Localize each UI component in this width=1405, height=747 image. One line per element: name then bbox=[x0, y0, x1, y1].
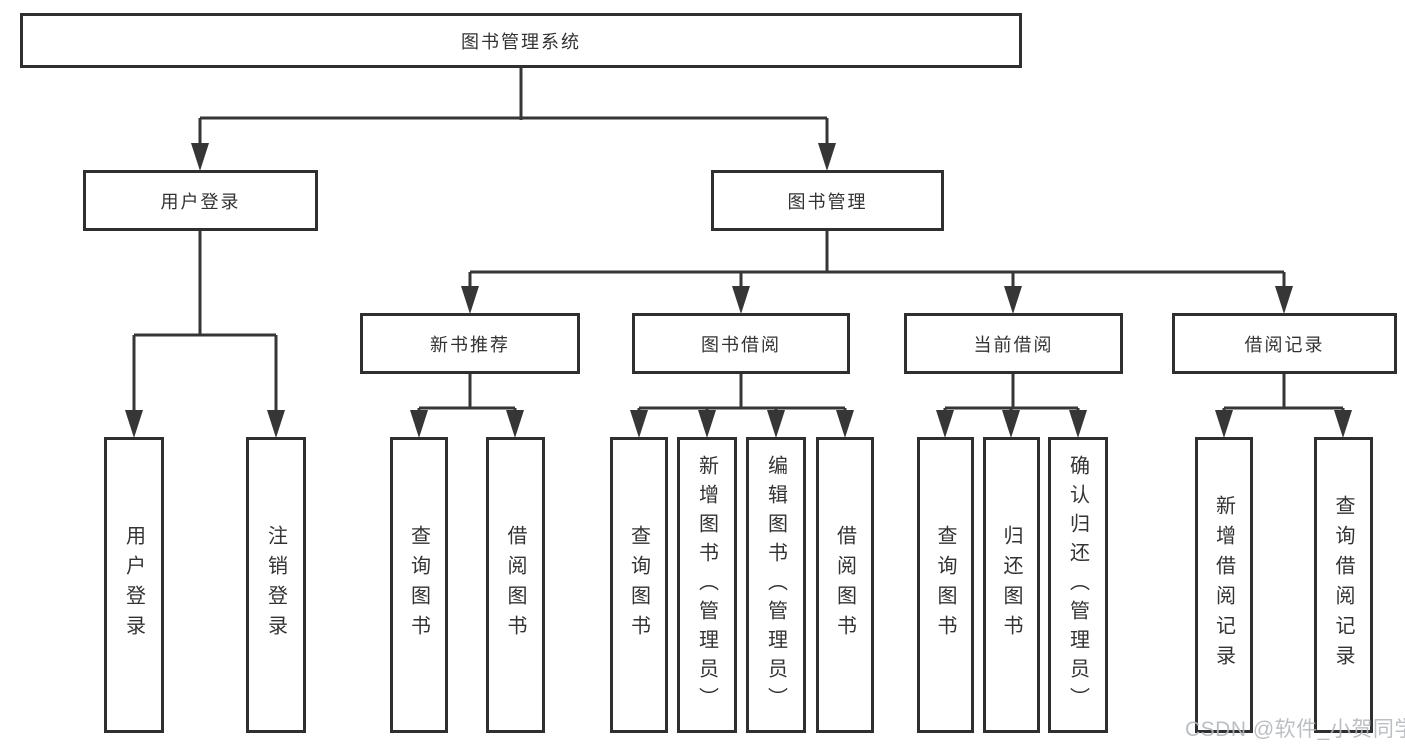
csdn-watermark: CSDN @软件_小贺同学 bbox=[1185, 718, 1405, 741]
leaf-borrow-books: 借阅图书 bbox=[816, 437, 874, 733]
leaf-query-books-current: 查询图书 bbox=[917, 437, 974, 733]
leaf-add-borrow-record: 新增借阅记录 bbox=[1195, 437, 1253, 733]
node-new-book-recommend: 新书推荐 bbox=[360, 313, 580, 374]
connector-borrow-record-to-leaves bbox=[1222, 374, 1345, 414]
connector-book-borrow-to-leaves bbox=[637, 374, 847, 414]
leaf-logout: 注销登录 bbox=[246, 437, 306, 733]
leaf-query-borrow-record: 查询借阅记录 bbox=[1314, 437, 1373, 733]
leaf-query-books-borrow: 查询图书 bbox=[610, 437, 668, 733]
arrowheads bbox=[125, 143, 1352, 438]
leaf-return-books: 归还图书 bbox=[983, 437, 1040, 733]
node-book-borrow: 图书借阅 bbox=[632, 313, 850, 374]
leaf-query-books-recommend: 查询图书 bbox=[390, 437, 448, 733]
connector-new-book-to-leaves bbox=[417, 374, 517, 414]
leaf-borrow-books-recommend: 借阅图书 bbox=[486, 437, 545, 733]
connector-current-borrow-to-leaves bbox=[943, 374, 1080, 414]
node-borrow-records: 借阅记录 bbox=[1172, 313, 1397, 374]
connector-book-mgmt-to-level3 bbox=[468, 231, 1286, 292]
node-user-login-branch: 用户登录 bbox=[83, 170, 318, 231]
node-book-management: 图书管理 bbox=[711, 170, 944, 231]
leaf-user-login: 用户登录 bbox=[104, 437, 164, 733]
node-current-borrow: 当前借阅 bbox=[904, 313, 1123, 374]
node-library-system: 图书管理系统 bbox=[20, 13, 1022, 68]
connector-user-login-to-leaves bbox=[132, 231, 278, 415]
connector-root-to-level2 bbox=[198, 68, 829, 148]
leaf-confirm-return-admin: 确认归还（管理员） bbox=[1048, 437, 1108, 733]
leaf-edit-books-admin: 编辑图书（管理员） bbox=[746, 437, 806, 733]
leaf-add-books-admin: 新增图书（管理员） bbox=[677, 437, 737, 733]
